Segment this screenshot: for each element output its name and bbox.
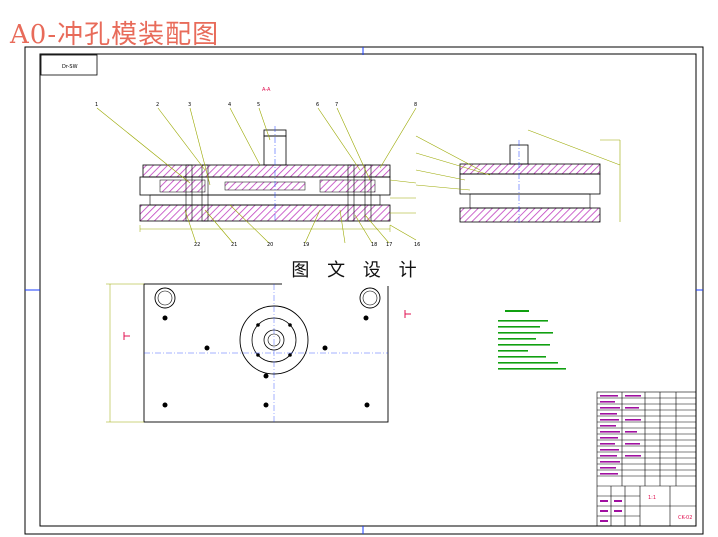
svg-text:2: 2 bbox=[156, 102, 159, 108]
title-block bbox=[596, 391, 697, 527]
svg-text:1: 1 bbox=[95, 102, 98, 108]
plan-view bbox=[106, 283, 411, 423]
main-view-label: A-A bbox=[262, 87, 271, 93]
leader-lines bbox=[96, 107, 417, 244]
top-left-label: Dr-SW bbox=[62, 64, 78, 70]
svg-text:7: 7 bbox=[335, 102, 338, 108]
balloon-numbers: 1 2 3 4 5 6 7 8 22 21 20 19 18 17 16 bbox=[95, 102, 420, 248]
top-left-label-box bbox=[40, 54, 98, 76]
svg-text:18: 18 bbox=[371, 242, 377, 248]
svg-text:20: 20 bbox=[267, 242, 273, 248]
drawing-title: A0-冲孔模装配图 bbox=[10, 20, 220, 50]
svg-text:6: 6 bbox=[316, 102, 319, 108]
svg-text:3: 3 bbox=[188, 102, 191, 108]
title-block-scale: 1:1 bbox=[648, 495, 656, 501]
side-view bbox=[415, 129, 621, 225]
svg-text:5: 5 bbox=[257, 102, 260, 108]
technical-notes bbox=[498, 310, 566, 370]
svg-text:16: 16 bbox=[414, 242, 420, 248]
main-section-view: A-A bbox=[139, 87, 391, 232]
svg-text:8: 8 bbox=[414, 102, 417, 108]
svg-text:21: 21 bbox=[231, 242, 237, 248]
title-block-text bbox=[600, 395, 641, 522]
svg-text:19: 19 bbox=[303, 242, 309, 248]
svg-text:17: 17 bbox=[386, 242, 392, 248]
drawing-inner-frame bbox=[39, 53, 697, 527]
svg-text:4: 4 bbox=[228, 102, 231, 108]
svg-text:22: 22 bbox=[194, 242, 200, 248]
title-block-drawing-number: CK-02 bbox=[678, 515, 692, 521]
watermark: 图 文 设 计 bbox=[282, 252, 432, 286]
